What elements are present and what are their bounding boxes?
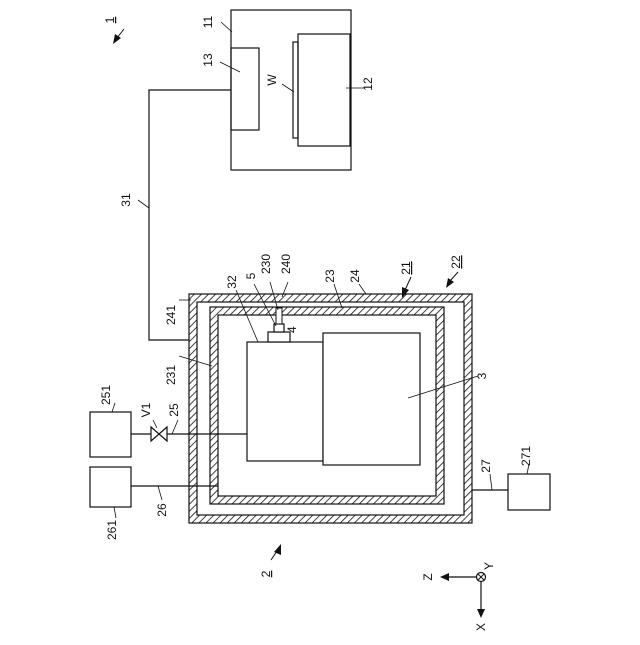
valve-v1-right <box>159 427 167 441</box>
label-231: 231 <box>164 365 178 385</box>
arrow-1-head <box>113 34 121 44</box>
label-240: 240 <box>279 254 293 274</box>
arrow-22-shaft <box>450 272 458 281</box>
workpiece-w <box>293 42 298 138</box>
unit-13-box <box>231 48 259 130</box>
unit-271 <box>508 474 550 510</box>
label-4: 4 <box>285 326 299 333</box>
label-3: 3 <box>475 372 489 379</box>
label-25: 25 <box>167 403 181 417</box>
label-12: 12 <box>361 77 375 91</box>
leader-25 <box>172 420 178 434</box>
z-axis-arrow <box>440 573 449 581</box>
label-23: 23 <box>323 269 337 283</box>
arrow-21-shaft <box>405 277 411 290</box>
label-13: 13 <box>201 53 215 67</box>
label-v1: V1 <box>139 402 153 417</box>
tank-261 <box>90 467 131 507</box>
label-271: 271 <box>519 446 533 466</box>
leader-13 <box>220 62 240 72</box>
x-axis-arrow <box>477 609 485 618</box>
label-24: 24 <box>348 269 362 283</box>
valve-v1-left <box>151 427 159 441</box>
label-22: 22 <box>449 255 463 269</box>
leader-26 <box>158 486 162 500</box>
leader-w <box>282 84 294 92</box>
label-21: 21 <box>399 261 413 275</box>
label-251: 251 <box>99 385 113 405</box>
component-32 <box>247 342 323 461</box>
label-32: 32 <box>225 275 239 289</box>
component-3 <box>323 333 420 465</box>
leader-261 <box>114 507 116 518</box>
label-5: 5 <box>244 272 258 279</box>
label-261: 261 <box>105 520 119 540</box>
label-1: 1 <box>103 16 117 23</box>
label-11: 11 <box>201 15 215 28</box>
axes-indicator: Z Y X <box>421 562 496 631</box>
arrow-22-head <box>446 278 454 288</box>
leader-31 <box>138 200 149 208</box>
y-axis-label: Y <box>482 562 496 570</box>
leader-27 <box>490 474 492 490</box>
leader-v1 <box>153 420 157 428</box>
label-26: 26 <box>155 503 169 517</box>
leader-11 <box>221 22 232 32</box>
label-31: 31 <box>119 193 133 207</box>
part-230-240 <box>276 308 282 324</box>
label-w: W <box>265 74 279 86</box>
label-230: 230 <box>259 254 273 274</box>
leader-24 <box>359 284 366 294</box>
label-27: 27 <box>479 459 493 473</box>
label-2: 2 <box>259 570 273 577</box>
label-241: 241 <box>164 305 178 325</box>
z-axis-label: Z <box>421 573 435 580</box>
tank-251 <box>90 412 131 457</box>
stage-12-box <box>298 34 350 146</box>
x-axis-label: X <box>474 623 488 631</box>
